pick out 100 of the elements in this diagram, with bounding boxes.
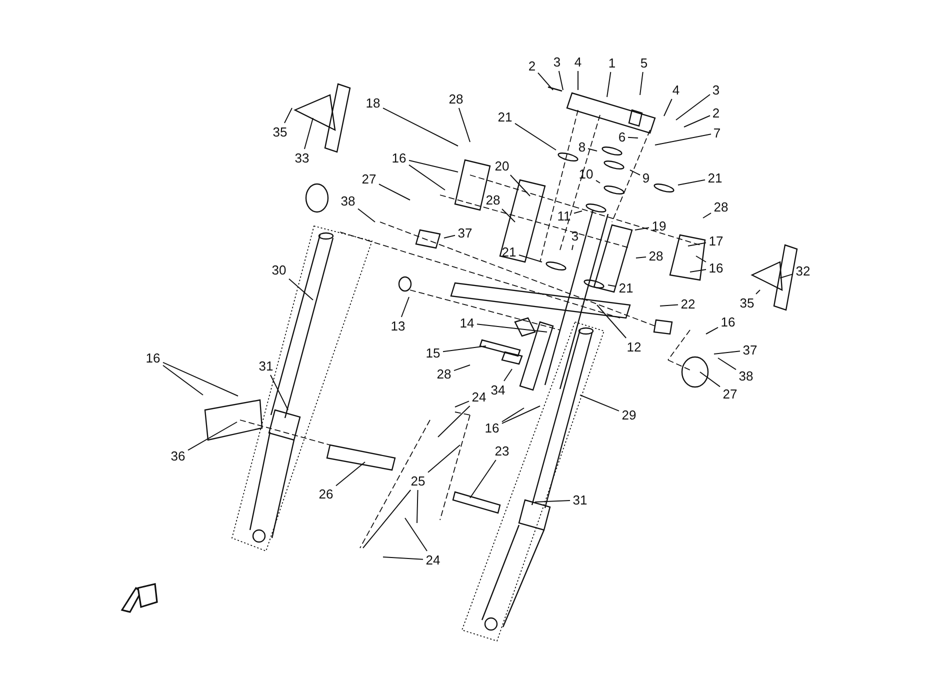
callout-number: 31 [258,358,274,374]
leader-line [706,326,718,334]
callout-number: 10 [578,166,594,182]
leader-line [780,274,794,278]
leader-line [580,394,620,412]
leader-line [696,256,706,262]
leader-line [288,278,314,300]
callout-number: 21 [708,170,722,186]
leader-line [700,372,720,388]
callout-number: 36 [170,448,186,464]
callout-number: 35 [740,296,754,310]
callout-number: 23 [494,444,510,458]
callout-number: 28 [714,200,728,214]
leader-line [718,358,736,370]
callout-number: 28 [648,248,664,264]
leader-line [538,72,554,90]
leader-line [514,122,556,150]
leader-line [270,374,288,410]
callout-number: 24 [426,552,440,568]
callout-number: 29 [622,408,636,422]
leader-line [444,234,456,238]
leader-line [188,422,238,451]
leader-line [428,444,460,473]
leader-line [454,364,470,372]
callout-number: 17 [708,234,724,248]
leader-line [636,256,646,258]
leader-line [596,304,627,338]
leader-line [284,108,292,124]
leader-line [634,227,650,230]
leader-line [504,368,512,382]
leader-line [442,346,486,352]
callout-number: 6 [618,130,626,144]
leader-line [756,290,760,294]
callout-number: 2 [712,106,720,120]
callout-number: 20 [494,158,510,174]
callout-number: 28 [436,366,452,382]
leader-line [336,462,366,486]
callout-number: 35 [272,124,288,140]
leader-line [676,94,710,120]
callout-number: 1 [608,56,616,70]
callout-number: 8 [578,140,586,154]
callout-number: 25 [410,474,426,488]
callout-number: 26 [318,486,334,502]
leader-line [162,362,238,396]
leader-line [408,164,446,190]
leader-line [688,242,706,246]
callout-number: 16 [720,314,736,330]
callout-number: 28 [486,192,500,208]
leader-line [596,180,600,184]
leader-line [404,518,428,552]
callout-number: 18 [366,96,380,110]
leader-line [606,72,612,98]
callout-number: 30 [272,262,286,278]
leader-line [438,406,470,438]
leader-line [502,208,516,222]
leader-line [608,284,616,287]
callout-number: 3 [553,54,561,70]
callout-number: 9 [642,170,650,186]
leader-line [358,208,376,222]
callout-number: 3 [571,228,579,244]
leader-line [416,490,418,524]
callout-number: 28 [448,92,464,106]
leader-line [690,269,706,272]
leader-line [470,460,496,498]
callout-number: 16 [708,260,724,276]
callout-number: 4 [574,54,582,70]
leader-line [502,406,540,424]
callout-number: 7 [713,126,721,140]
leader-line [408,160,458,172]
callout-number: 4 [672,82,680,98]
leader-line [628,136,638,138]
callout-number: 5 [640,56,648,70]
callout-number: 16 [484,420,500,436]
callout-number: 12 [626,340,642,354]
leader-line [454,400,470,408]
callout-number: 16 [146,350,160,366]
leader-line [574,210,582,214]
callout-number: 19 [652,218,666,234]
leader-line [702,212,712,218]
callout-number: 21 [618,280,634,296]
callout-number: 16 [392,150,406,166]
callout-number: 15 [426,346,440,360]
leader-line [382,556,424,560]
leader-line [630,170,640,176]
leader-line [534,500,570,502]
callout-number: 13 [390,318,406,334]
leader-line [558,70,564,90]
leader-line [714,350,740,354]
callout-number: 37 [742,342,758,358]
callout-number: 37 [458,226,472,240]
callout-number: 33 [294,150,310,166]
leader-line [362,490,412,548]
leader-line [458,108,470,142]
callout-number: 38 [340,194,356,208]
callout-number: 11 [557,208,571,224]
callout-number: 38 [738,368,754,384]
callout-number: 31 [572,492,588,508]
callout-number: 2 [528,58,536,74]
callout-number: 21 [498,110,512,124]
leader-line [572,244,574,250]
